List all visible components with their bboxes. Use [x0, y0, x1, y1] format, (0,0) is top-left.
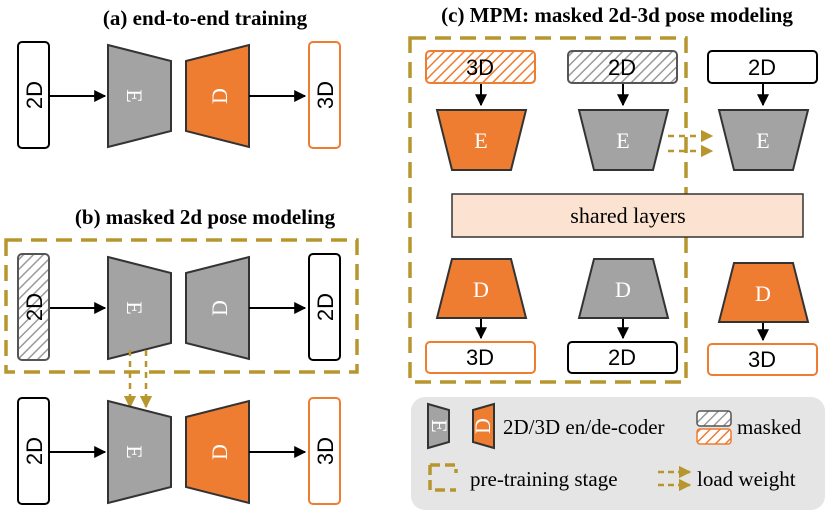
panel-b-top-encoder [107, 255, 172, 361]
panel-c-title: (c) MPM: masked 2d-3d pose modeling [441, 3, 793, 27]
panel-b-top-input-box-masked [17, 253, 50, 361]
panel-c-col3-input-box [707, 50, 818, 84]
panel-c-col3-decoder-label: D [755, 281, 771, 306]
panel-a-input-label: 2D [22, 81, 47, 109]
panel-c-col1-input-box-masked [425, 50, 536, 84]
panel-a-input-box [17, 41, 50, 149]
legend-encoder-icon [427, 402, 450, 450]
panel-c-col2-encoder-label: E [616, 128, 629, 153]
panel-c-col3-output-label: 3D [748, 347, 776, 372]
panel-b-bottom-output-label: 3D [313, 437, 338, 465]
panel-a-output-label: 3D [313, 81, 338, 109]
legend-masked-text: masked [737, 415, 802, 439]
panel-c-col3-encoder [717, 109, 810, 171]
legend-masked-gray-swatch [696, 410, 732, 427]
panel-b-top-output-box [308, 253, 341, 361]
panel-c-col3-input-label: 2D [748, 55, 776, 80]
legend-encoder-icon-label: E [427, 419, 452, 432]
panel-a-title: (a) end-to-end training [103, 6, 308, 30]
legend-pretraining-icon [428, 463, 458, 492]
panel-c-col3-decoder [717, 262, 810, 323]
panel-a-output-box [308, 41, 341, 149]
panel-b-bottom-decoder [185, 399, 250, 505]
panel-c-col2-decoder [577, 258, 670, 319]
panel-b-top-decoder-label: D [207, 300, 232, 316]
panel-c-pretraining-frame [408, 36, 688, 384]
panel-b-bottom-encoder-label: E [122, 445, 147, 458]
panel-a-decoder [185, 43, 250, 149]
legend-endecoder-text: 2D/3D en/de-coder [503, 415, 665, 439]
legend-load-weight-text: load weight [697, 467, 796, 491]
panel-b-bottom-encoder [107, 399, 172, 505]
panel-a-decoder-label: D [207, 88, 232, 104]
panel-b-top-output-label: 2D [313, 293, 338, 321]
panel-c-col2-decoder-label: D [615, 277, 631, 302]
legend-decoder-icon-label: D [470, 418, 495, 434]
panel-b-bottom-output-box [308, 397, 341, 505]
panel-b-bottom-decoder-label: D [207, 444, 232, 460]
panel-c-col1-encoder [435, 109, 528, 171]
panel-b-title: (b) masked 2d pose modeling [75, 205, 336, 229]
panel-c-shared-layers [451, 193, 804, 238]
panel-a: (a) end-to-end training 2D E D 3D [17, 6, 341, 149]
legend-decoder-icon [472, 402, 495, 450]
panel-c-col1-decoder-label: D [473, 277, 489, 302]
panel-b-top-input-label: 2D [22, 293, 47, 321]
panel-b-top-decoder [185, 255, 250, 361]
panel-b: (b) masked 2d pose modeling 2D E D 2D 2D… [4, 205, 359, 505]
panel-b-pretraining-frame [4, 238, 359, 374]
panel-b-bottom-input-box [17, 397, 50, 505]
panel-a-encoder-label: E [122, 89, 147, 102]
panel-c-col3-output-box [707, 343, 818, 376]
panel-a-encoder [107, 43, 172, 149]
panel-c-col1-output-label: 3D [466, 345, 494, 370]
panel-c: (c) MPM: masked 2d-3d pose modeling 3D E… [408, 3, 818, 384]
panel-c-col2-encoder [577, 109, 670, 171]
legend: E D 2D/3D en/de-coder masked pre-trainin… [411, 397, 825, 510]
panel-c-col1-encoder-label: E [474, 128, 487, 153]
panel-c-col2-output-label: 2D [608, 345, 636, 370]
panel-c-col1-decoder [435, 258, 528, 319]
legend-pretraining-text: pre-training stage [470, 467, 618, 491]
panel-c-col2-output-box [567, 341, 678, 374]
panel-c-col3-encoder-label: E [756, 128, 769, 153]
panel-c-col1-output-box [425, 341, 536, 374]
panel-b-top-encoder-label: E [122, 301, 147, 314]
legend-masked-orange-swatch [696, 428, 732, 445]
panel-c-col2-input-label: 2D [608, 55, 636, 80]
panel-c-shared-layers-label: shared layers [570, 203, 685, 228]
panel-b-bottom-input-label: 2D [22, 437, 47, 465]
panel-c-col1-input-label: 3D [466, 55, 494, 80]
panel-c-col2-input-box-masked [567, 50, 678, 84]
